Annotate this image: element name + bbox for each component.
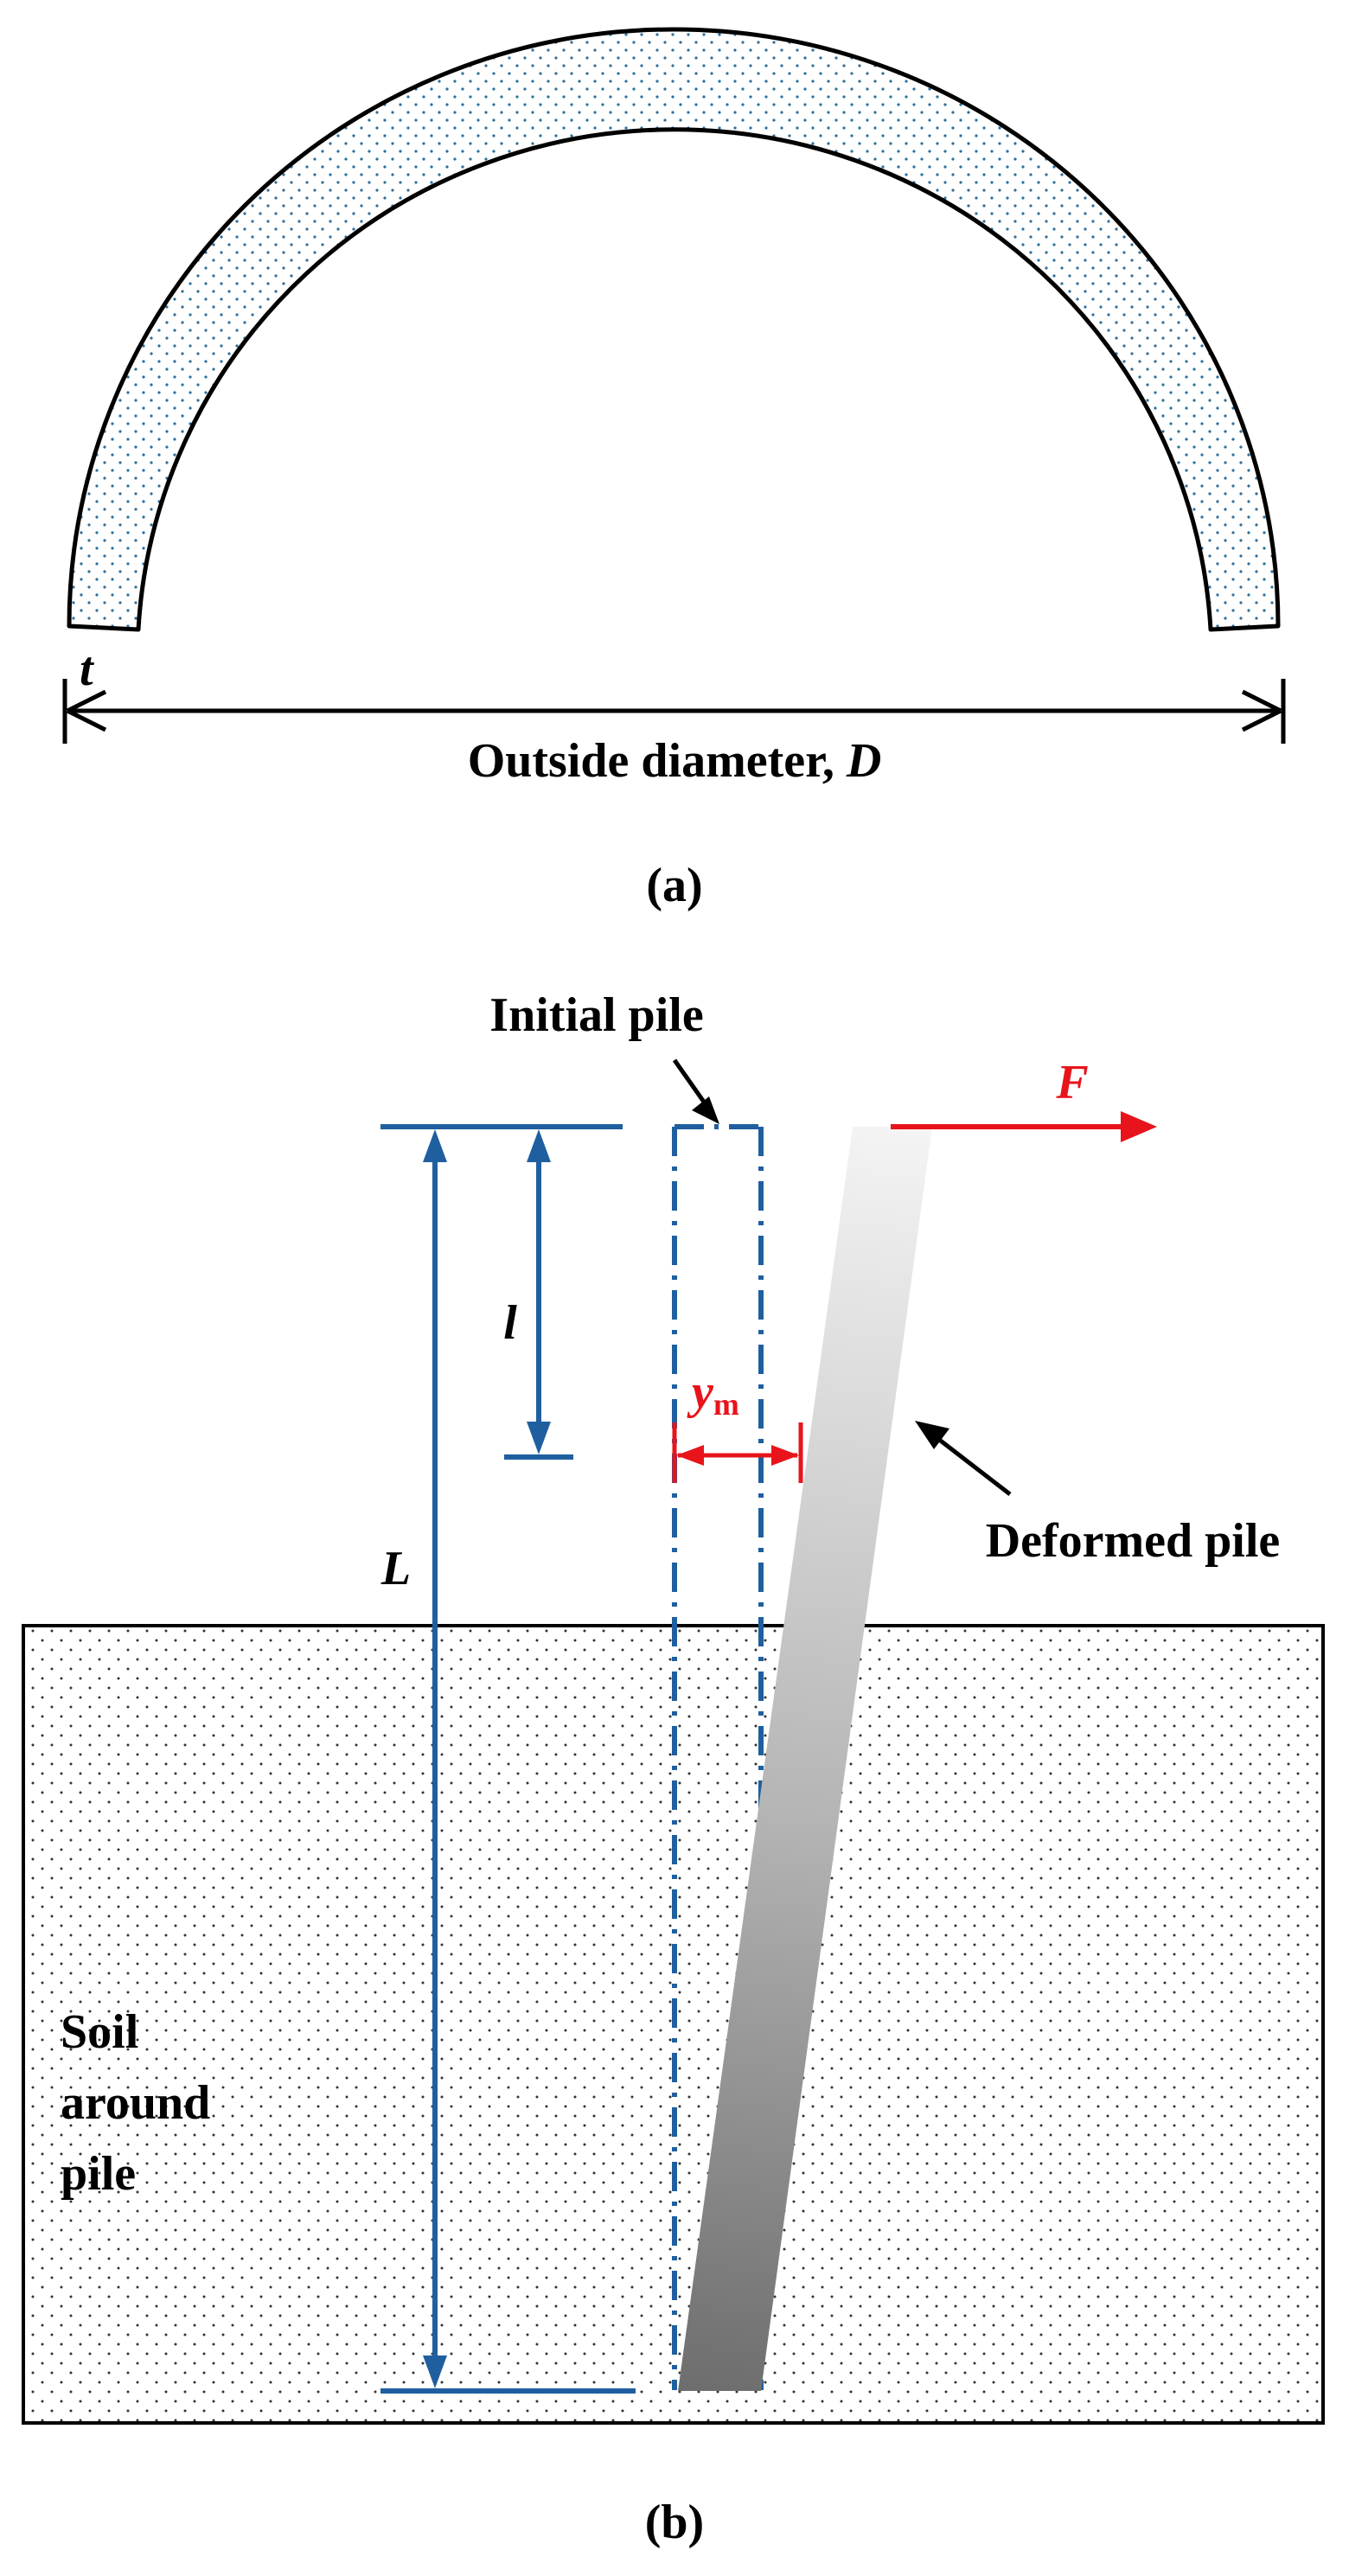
deflection-dimension	[672, 1422, 803, 1483]
panel-b: Soil around pile L l	[22, 988, 1325, 2549]
force-label: F	[1055, 1056, 1088, 1109]
caption-b: (b)	[645, 2496, 704, 2549]
force-arrow	[891, 1111, 1157, 1142]
deflection-label: ym	[687, 1365, 739, 1422]
deformed-pile	[678, 1127, 932, 2391]
initial-pile-label: Initial pile	[489, 988, 703, 1042]
panel-a: t Outside diameter, D (a)	[62, 27, 1286, 912]
length-label: L	[380, 1542, 411, 1595]
depth-dimension	[504, 1129, 573, 1460]
depth-label: l	[503, 1296, 517, 1350]
thickness-label: t	[80, 642, 94, 696]
pipe-half-ring	[67, 27, 1281, 632]
initial-pile-pointer	[672, 1058, 719, 1124]
diameter-dimension	[62, 679, 1286, 744]
caption-a: (a)	[646, 859, 702, 912]
soil-label: Soil around pile	[61, 2005, 222, 2201]
diameter-label: Outside diameter, D	[468, 734, 882, 788]
deformed-pile-pointer	[915, 1421, 1012, 1496]
length-dimension	[380, 1124, 636, 2394]
deformed-pile-label: Deformed pile	[986, 1514, 1281, 1568]
